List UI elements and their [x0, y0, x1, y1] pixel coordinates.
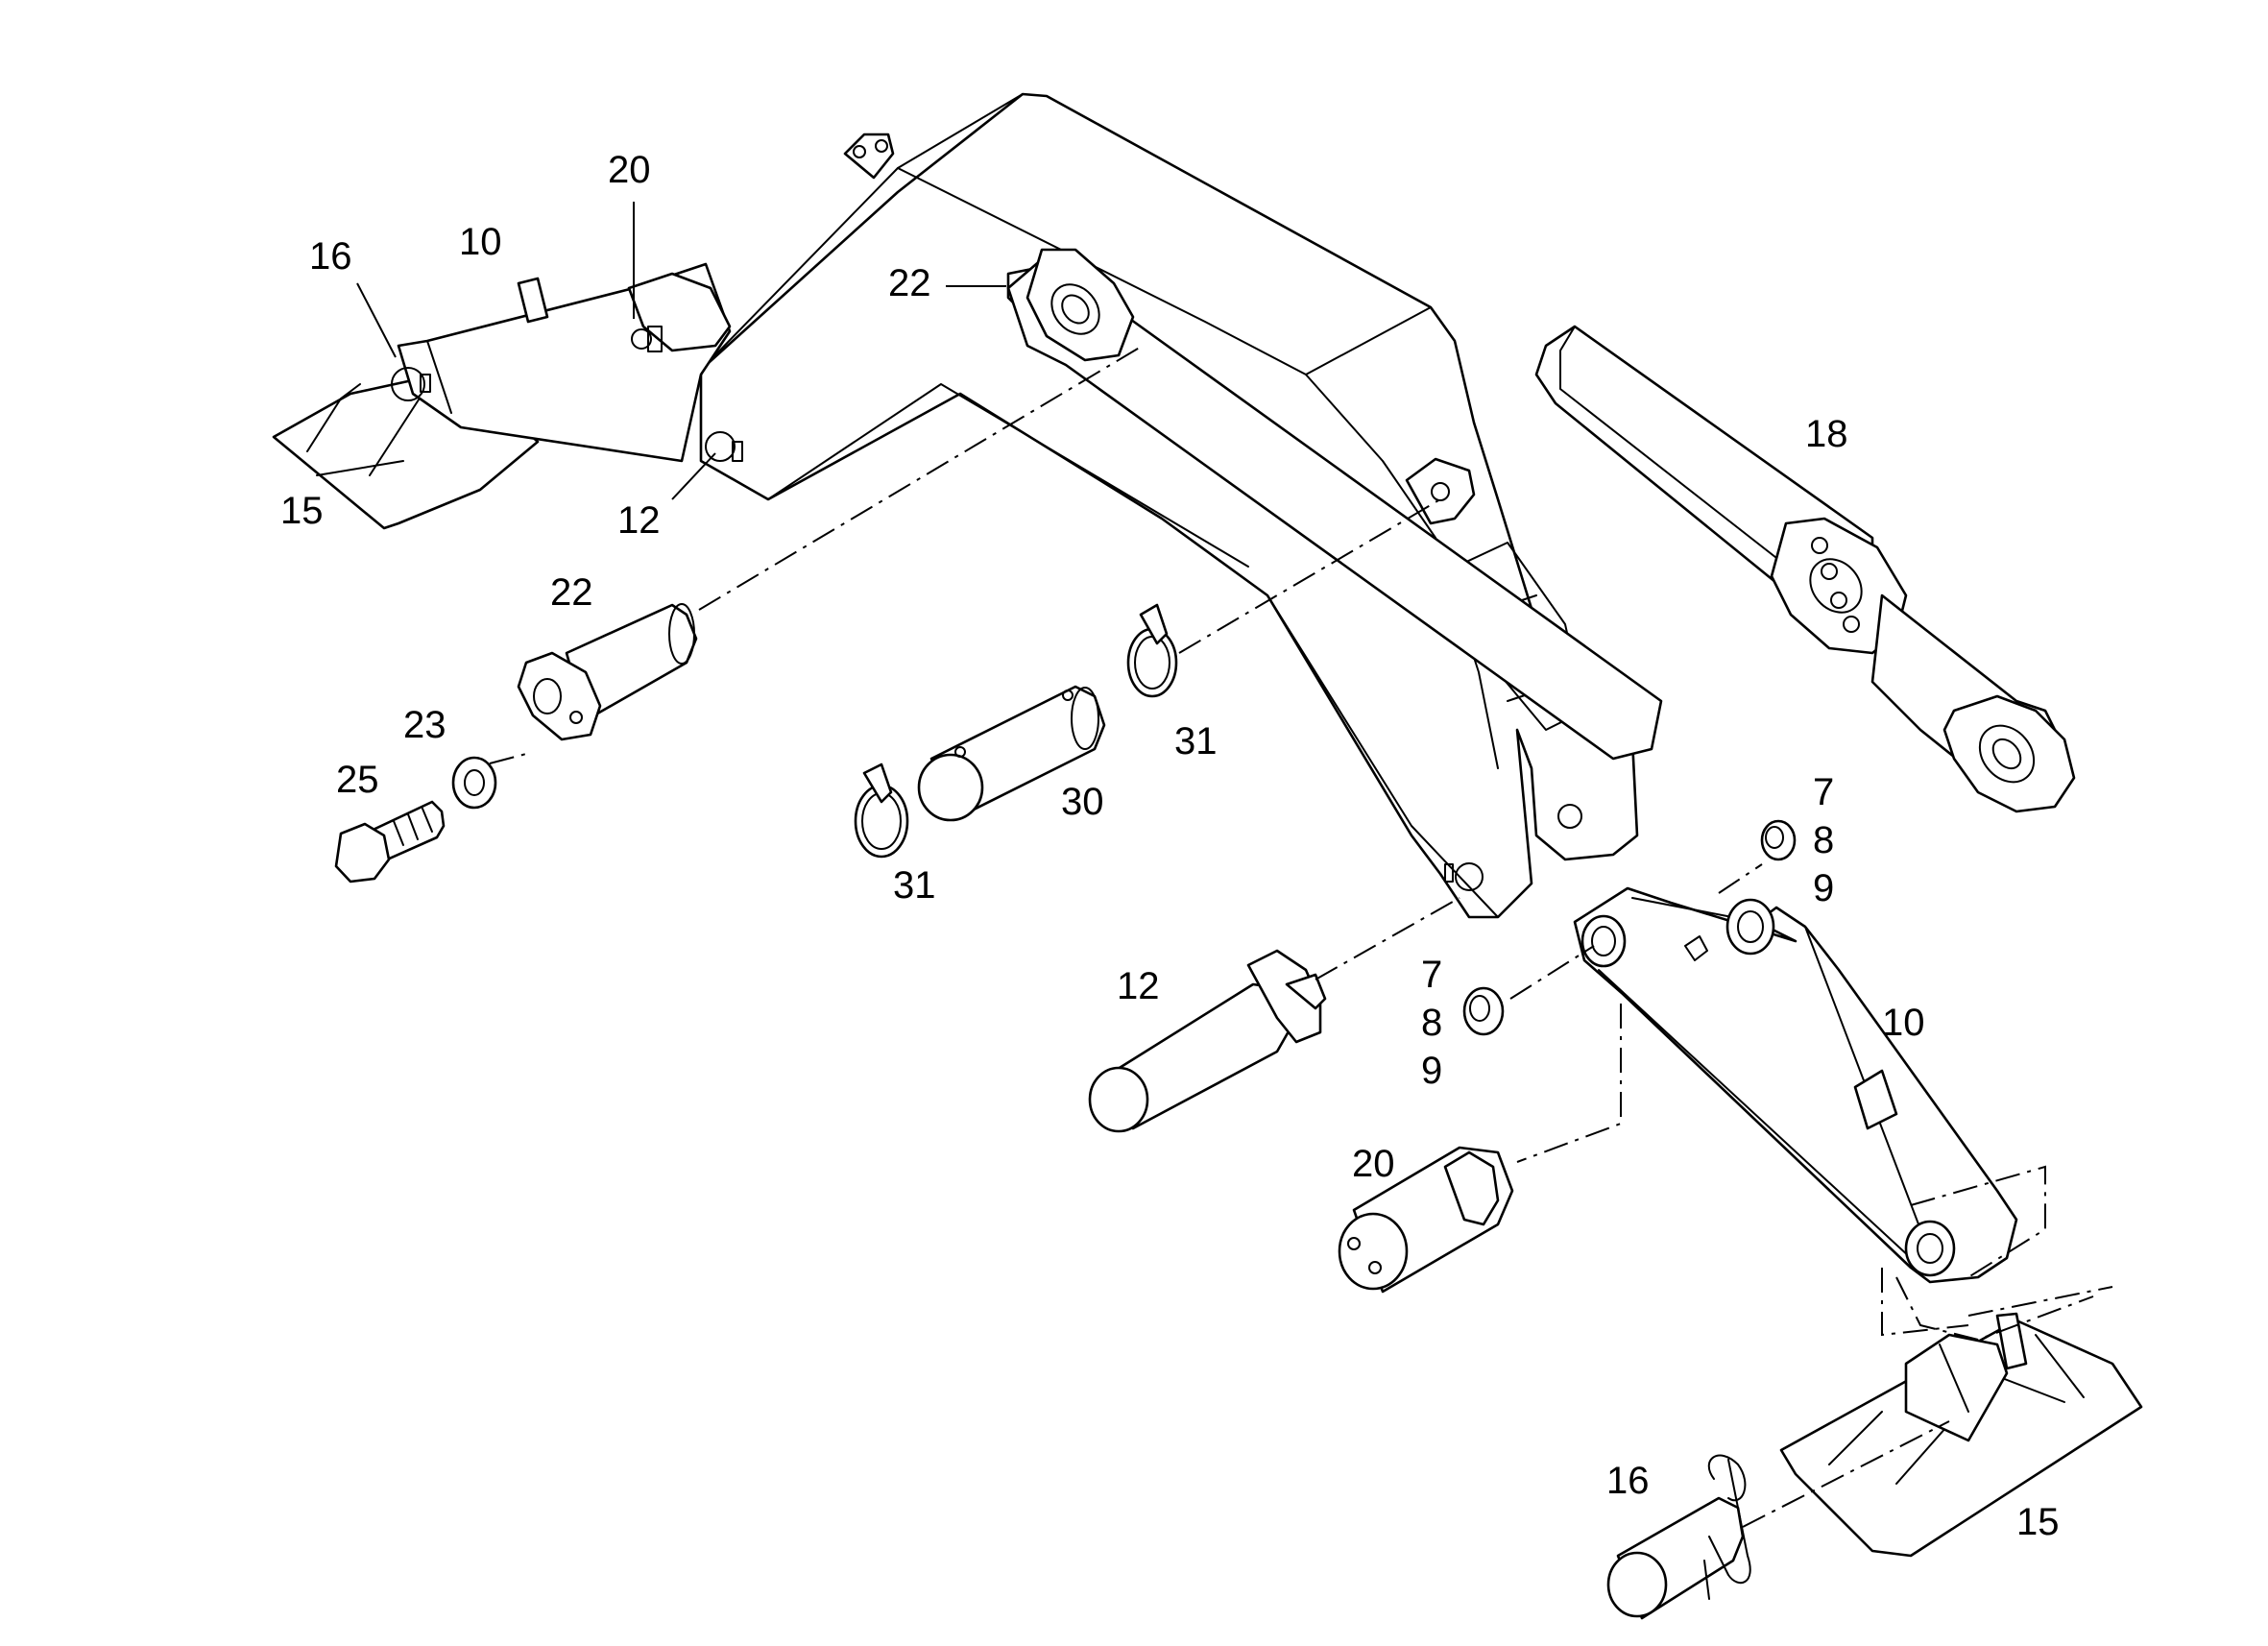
upper-left-linkage: [272, 262, 732, 530]
label-15-lower: 15: [2016, 1501, 2060, 1543]
link-10: [1573, 886, 2018, 1284]
label-7-upper: 7: [1813, 771, 1834, 813]
label-20-lower: 20: [1352, 1143, 1395, 1185]
foot-15: [1779, 1312, 2143, 1558]
ring-31-lower: [854, 762, 909, 859]
pin-16: [1606, 1454, 1751, 1620]
washer-789-upper: [1760, 819, 1797, 861]
label-10-upper: 10: [459, 221, 502, 263]
label-20-upper: 20: [608, 149, 651, 191]
label-22-upper: 22: [888, 262, 931, 304]
label-18: 18: [1805, 413, 1848, 455]
label-31-upper: 31: [1174, 720, 1218, 762]
washer-789-lower: [1462, 986, 1505, 1036]
callout-labels: 16 10 20 22 15 12 18 22 23 25 31 30 31 7…: [280, 149, 2060, 1543]
label-8-upper: 8: [1813, 819, 1834, 861]
label-31-lower: 31: [893, 864, 936, 907]
label-9-upper: 9: [1813, 867, 1834, 909]
bolt-25: [334, 800, 446, 884]
label-30: 30: [1061, 781, 1104, 823]
pin-30: [917, 685, 1106, 822]
label-9-lower: 9: [1421, 1050, 1442, 1092]
washer-23: [451, 756, 497, 810]
label-16-upper: 16: [309, 235, 352, 278]
label-23: 23: [403, 704, 446, 746]
pin-20: [1338, 1146, 1514, 1294]
hydraulic-cylinder: [1006, 248, 2076, 813]
boom-arm: [699, 92, 1639, 919]
label-15-upper: 15: [280, 490, 324, 532]
pin-12: [1088, 949, 1327, 1133]
label-10-lower: 10: [1882, 1002, 1925, 1044]
pin-22: [517, 603, 698, 741]
label-12-upper: 12: [617, 499, 661, 542]
label-8-lower: 8: [1421, 1002, 1442, 1044]
label-22-pin: 22: [550, 571, 593, 614]
ring-31-upper: [1126, 603, 1178, 698]
label-12-lower: 12: [1117, 965, 1160, 1007]
label-25: 25: [336, 759, 379, 801]
label-7-lower: 7: [1421, 954, 1442, 996]
label-16-lower: 16: [1606, 1460, 1650, 1502]
centerlines: [489, 345, 2113, 1528]
leader-lines: [356, 202, 1006, 500]
